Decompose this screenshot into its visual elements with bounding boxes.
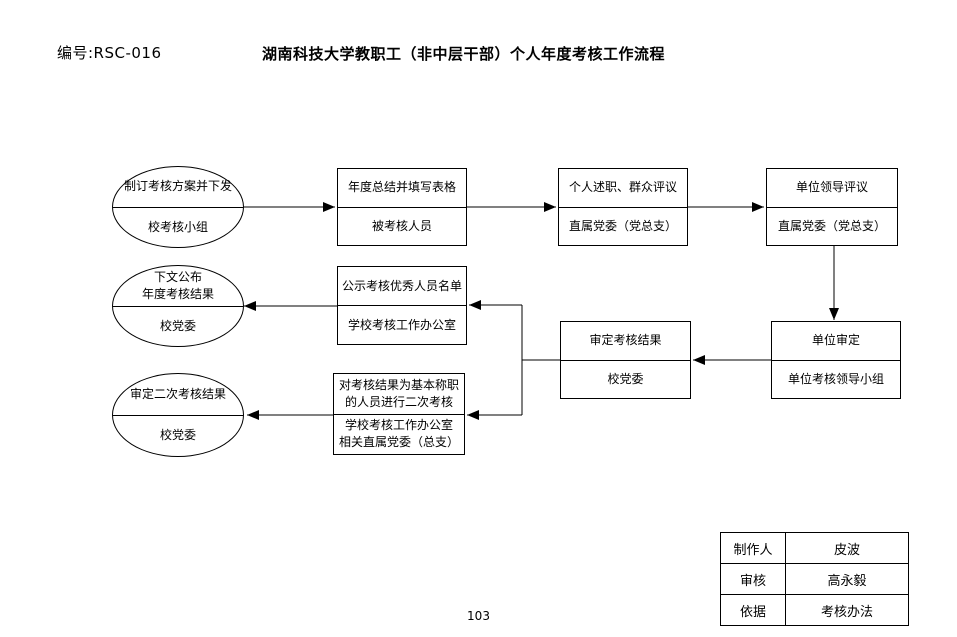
node-approve-result: 审定考核结果 校党委 <box>560 321 691 399</box>
node-unit-review-action: 单位审定 <box>811 333 860 348</box>
node-unit-review: 单位审定 单位考核领导小组 <box>771 321 901 399</box>
info-table: 制作人 皮波 审核 高永毅 依据 考核办法 <box>720 532 909 626</box>
node-second-assessment: 对考核结果为基本称职 的人员进行二次考核 学校考核工作办公室 相关直属党委（总支… <box>333 373 465 455</box>
node-second-review-result-action: 审定二次考核结果 <box>129 386 226 401</box>
node-leader-review-owner: 直属党委（党总支） <box>767 206 897 246</box>
node-approve-result-action: 审定考核结果 <box>589 333 662 348</box>
node-make-plan: 制订考核方案并下发 校考核小组 <box>112 166 244 248</box>
info-table-row-basis: 依据 考核办法 <box>720 594 909 626</box>
info-table-row-auditor: 审核 高永毅 <box>720 563 909 595</box>
info-label-basis: 依据 <box>720 594 786 626</box>
node-approve-result-owner: 校党委 <box>561 359 690 399</box>
info-table-row-maker: 制作人 皮波 <box>720 532 909 564</box>
info-value-maker: 皮波 <box>785 532 909 564</box>
node-second-review-result-owner: 校党委 <box>113 414 243 457</box>
node-personal-report-action: 个人述职、群众评议 <box>568 180 677 195</box>
node-second-review-result: 审定二次考核结果 校党委 <box>112 373 244 457</box>
node-publish-result: 下文公布 年度考核结果 校党委 <box>112 265 244 347</box>
node-personal-report: 个人述职、群众评议 直属党委（党总支） <box>558 168 688 246</box>
node-publicize-list-owner: 学校考核工作办公室 <box>338 305 466 344</box>
node-annual-summary-owner: 被考核人员 <box>338 206 466 246</box>
node-make-plan-action: 制订考核方案并下发 <box>123 179 232 194</box>
node-make-plan-owner: 校考核小组 <box>113 206 243 248</box>
info-value-auditor: 高永毅 <box>785 563 909 595</box>
node-annual-summary: 年度总结并填写表格 被考核人员 <box>337 168 467 246</box>
node-unit-review-owner: 单位考核领导小组 <box>772 359 900 399</box>
node-second-assessment-action: 对考核结果为基本称职 的人员进行二次考核 <box>338 377 459 409</box>
node-annual-summary-action: 年度总结并填写表格 <box>347 180 456 195</box>
node-leader-review-action: 单位领导评议 <box>795 180 868 195</box>
page-title: 湖南科技大学教职工（非中层干部）个人年度考核工作流程 <box>262 45 666 63</box>
info-label-auditor: 审核 <box>720 563 786 595</box>
doc-number: 编号:RSC-016 <box>57 44 162 62</box>
node-publicize-list: 公示考核优秀人员名单 学校考核工作办公室 <box>337 266 467 345</box>
node-leader-review: 单位领导评议 直属党委（党总支） <box>766 168 898 246</box>
node-publish-result-owner: 校党委 <box>113 305 243 347</box>
info-value-basis: 考核办法 <box>785 594 909 626</box>
node-publish-result-action: 下文公布 年度考核结果 <box>141 269 214 301</box>
info-label-maker: 制作人 <box>720 532 786 564</box>
page-number: 103 <box>467 609 490 623</box>
node-publicize-list-action: 公示考核优秀人员名单 <box>341 278 462 293</box>
node-personal-report-owner: 直属党委（党总支） <box>559 206 687 246</box>
node-second-assessment-owner: 学校考核工作办公室 相关直属党委（总支） <box>334 413 464 455</box>
